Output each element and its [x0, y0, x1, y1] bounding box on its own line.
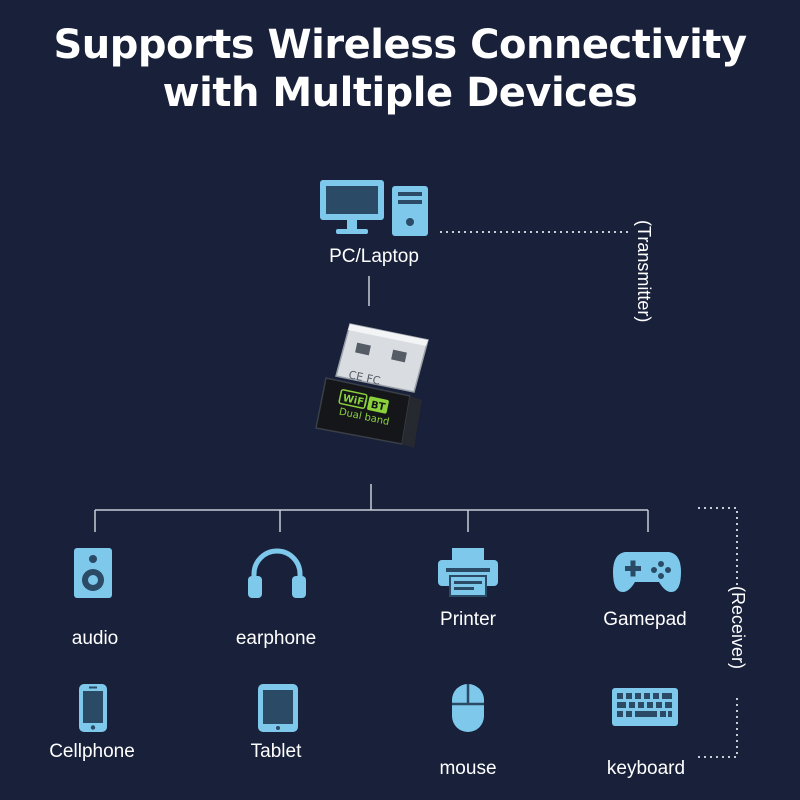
device-label-earphone: earphone [235, 628, 317, 649]
headline-line2: with Multiple Devices [162, 70, 638, 116]
gamepad-icon [613, 552, 681, 592]
device-label-audio: audio [71, 628, 119, 649]
bt-mark: BT [370, 400, 387, 414]
speaker-icon [74, 548, 112, 598]
mouse-icon [452, 684, 484, 732]
keyboard-icon [612, 688, 678, 726]
printer-icon [438, 548, 498, 597]
device-label-printer: Printer [440, 609, 496, 630]
usb-adapter-icon: CE FC WiFi BT Dual band [315, 323, 429, 448]
tablet-icon [258, 684, 298, 732]
transmitter-label: (Transmitter) [634, 220, 654, 323]
device-label-keyboard: keyboard [606, 758, 686, 779]
device-label-cellphone: Cellphone [49, 741, 135, 762]
wifi-mark: WiFi [342, 393, 368, 409]
device-label-tablet: Tablet [250, 741, 302, 762]
cellphone-icon [79, 684, 107, 732]
device-label-mouse: mouse [439, 758, 497, 779]
headphones-icon [248, 548, 306, 598]
receiver-label: (Receiver) [728, 586, 748, 670]
pc-laptop-label: PC/Laptop [329, 246, 419, 267]
device-label-gamepad: Gamepad [603, 609, 687, 630]
desktop-computer-icon [320, 180, 428, 236]
headline-line1: Supports Wireless Connectivity [53, 22, 747, 68]
